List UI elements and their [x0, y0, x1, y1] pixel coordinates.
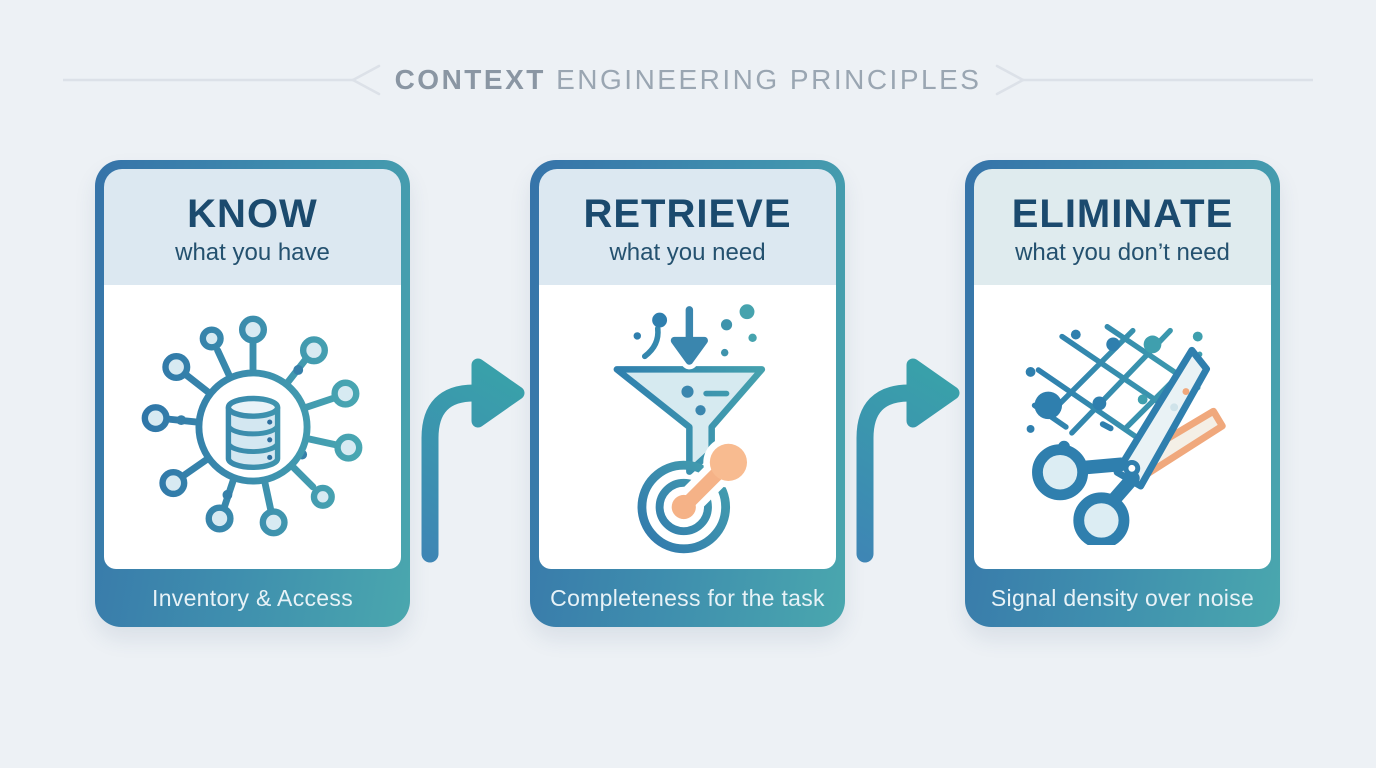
card-heading: RETRIEVE	[583, 192, 792, 236]
card-retrieve: RETRIEVE what you need	[530, 160, 845, 627]
arrow-retrieve-to-eliminate	[845, 160, 965, 627]
cards-row: KNOW what you have	[95, 160, 1280, 627]
page-title-regular: ENGINEERING PRINCIPLES	[556, 64, 982, 95]
title-line-left-icon	[62, 64, 380, 96]
title-row: CONTEXT ENGINEERING PRINCIPLES	[0, 56, 1376, 104]
page-title-bold: CONTEXT	[394, 64, 546, 95]
card-eliminate-header: ELIMINATE what you don’t need	[974, 169, 1271, 285]
card-subheading: what you have	[175, 239, 330, 266]
card-heading: KNOW	[187, 192, 318, 236]
card-heading: ELIMINATE	[1011, 192, 1234, 236]
card-retrieve-header: RETRIEVE what you need	[539, 169, 836, 285]
scissors-noise-icon	[1005, 309, 1241, 545]
curved-arrow-icon	[856, 358, 960, 563]
card-footer-label: Inventory & Access	[152, 584, 353, 611]
card-know: KNOW what you have	[95, 160, 410, 627]
arrow-know-to-retrieve	[410, 160, 530, 627]
card-know-header: KNOW what you have	[104, 169, 401, 285]
card-subheading: what you don’t need	[1015, 239, 1230, 266]
card-eliminate: ELIMINATE what you don’t need	[965, 160, 1280, 627]
card-footer-label: Signal density over noise	[990, 584, 1255, 611]
network-database-icon	[135, 309, 371, 545]
title-line-right-icon	[996, 64, 1314, 96]
page-title: CONTEXT ENGINEERING PRINCIPLES	[395, 64, 982, 96]
card-footer-label: Completeness for the task	[550, 584, 825, 611]
curved-arrow-icon	[421, 358, 525, 563]
card-subheading: what you need	[609, 239, 766, 266]
funnel-target-icon	[585, 295, 790, 560]
